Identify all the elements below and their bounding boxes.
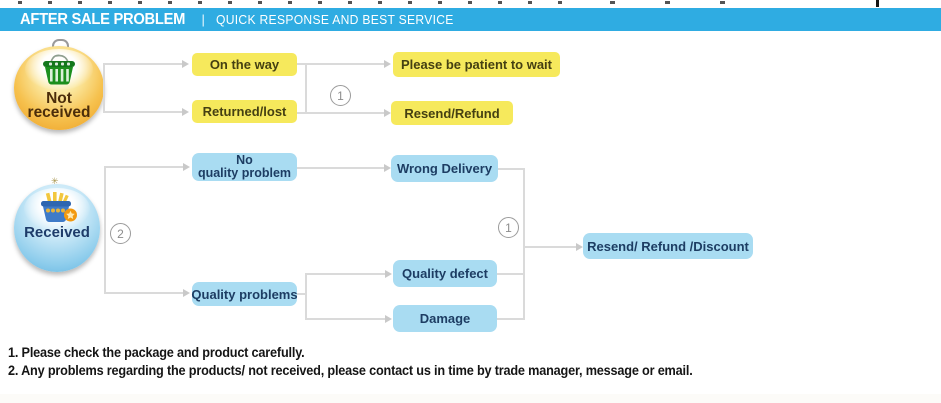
header-subtitle: QUICK RESPONSE AND BEST SERVICE <box>215 12 454 27</box>
connector-line <box>523 168 525 320</box>
badge-received-label: Received <box>24 224 90 241</box>
arrowhead <box>385 315 392 323</box>
step-marker-2: 2 <box>110 223 131 244</box>
connector-line <box>497 273 524 275</box>
connector-line <box>305 273 385 275</box>
arrowhead <box>182 108 189 116</box>
basket-hook-icon <box>52 39 69 50</box>
connector-line <box>305 318 385 320</box>
connector-line <box>523 246 577 248</box>
connector-line <box>104 292 183 294</box>
connector-line <box>104 166 106 293</box>
cropped-text-artifact <box>876 0 879 7</box>
connector-line <box>498 168 524 170</box>
arrowhead <box>384 109 391 117</box>
connector-line <box>305 63 307 112</box>
node-no-quality-line1: No <box>236 153 253 167</box>
arrowhead <box>384 60 391 68</box>
node-resend-refund-discount: Resend/ Refund /Discount <box>583 233 753 259</box>
bottom-strip <box>0 394 941 403</box>
connector-line <box>297 293 307 295</box>
header-title: AFTER SALE PROBLEM <box>20 10 186 28</box>
connector-line <box>297 112 384 114</box>
arrowhead <box>385 270 392 278</box>
connector-line <box>297 167 384 169</box>
badge-received: Received <box>14 184 100 272</box>
arrowhead <box>576 243 583 251</box>
step-marker-1-lower: 1 <box>498 217 519 238</box>
node-please-be-patient: Please be patient to wait <box>393 52 560 77</box>
header-separator: | <box>201 12 205 27</box>
green-basket-icon <box>43 54 75 85</box>
node-quality-problems: Quality problems <box>191 282 298 306</box>
connector-line <box>104 166 183 168</box>
node-on-the-way: On the way <box>192 53 297 76</box>
badge-not-received-line2: received <box>27 104 91 121</box>
node-no-quality-problem: No quality problem <box>192 153 297 181</box>
footer-note-1: 1. Please check the package and product … <box>8 345 305 360</box>
cropped-text-artifacts <box>18 1 578 4</box>
node-returned-lost: Returned/lost <box>192 100 297 123</box>
badge-not-received-line1: Not <box>46 90 72 107</box>
node-no-quality-line2: quality problem <box>197 166 292 180</box>
footer-note-2: 2. Any problems regarding the products/ … <box>8 363 693 378</box>
connector-line <box>497 318 524 320</box>
node-resend-refund: Resend/Refund <box>391 101 513 125</box>
badge-not-received-label: Not received <box>14 90 104 121</box>
section-header-bar: AFTER SALE PROBLEM | QUICK RESPONSE AND … <box>0 8 941 31</box>
connector-line <box>103 63 105 113</box>
connector-line <box>305 273 307 319</box>
step-marker-1-upper: 1 <box>330 85 351 106</box>
node-wrong-delivery: Wrong Delivery <box>391 155 498 182</box>
connector-line <box>103 111 182 113</box>
arrowhead <box>183 289 190 297</box>
node-quality-defect: Quality defect <box>393 260 497 287</box>
node-damage: Damage <box>393 305 497 332</box>
cropped-text-artifacts <box>610 1 775 4</box>
arrowhead <box>384 164 391 172</box>
connector-line <box>103 63 182 65</box>
sparkle-icon: ✳ <box>51 176 59 186</box>
badge-not-received: Not received <box>14 46 104 130</box>
blue-basket-icon <box>41 192 77 222</box>
connector-line <box>297 63 384 65</box>
arrowhead <box>183 163 190 171</box>
arrowhead <box>182 60 189 68</box>
